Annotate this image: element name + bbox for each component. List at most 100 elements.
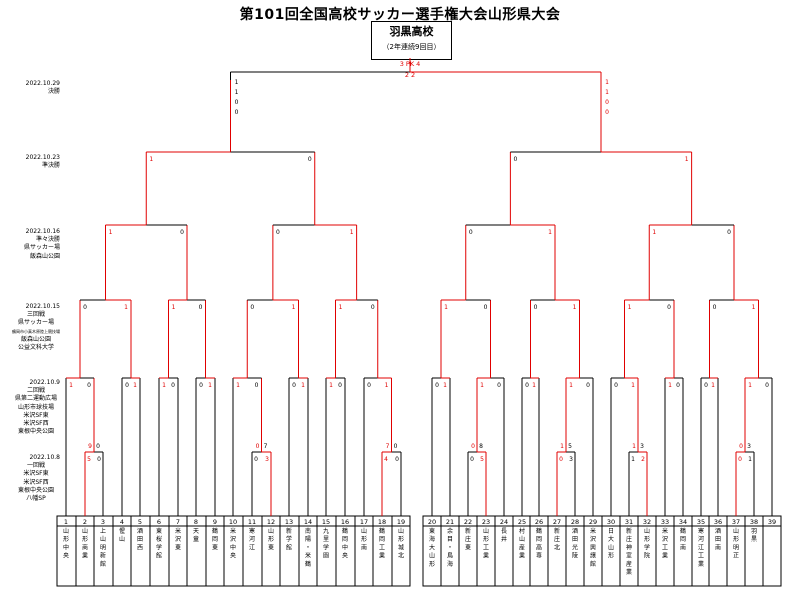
round-venue: 東根中央公園: [17, 486, 54, 494]
score-label: 0: [367, 382, 371, 389]
team-name: 鶴岡高専: [536, 527, 542, 560]
score-label: 5: [480, 456, 484, 463]
team-number: 19: [397, 518, 405, 526]
score-label: 5: [87, 456, 91, 463]
score-label: 0: [676, 382, 680, 389]
score-label: 1: [172, 304, 176, 311]
score-label: 1: [149, 156, 153, 163]
team-name: 羽黒: [751, 528, 757, 543]
score-label: 3: [265, 456, 269, 463]
team-name: 米沢工業: [662, 527, 668, 560]
score-label: 1: [631, 456, 635, 463]
team-name: 米沢東: [175, 527, 181, 551]
round-first-info: 2022.10.8 一回戦 米沢SF東 米沢SF西 東根中央公園 八幡SP: [0, 454, 72, 503]
score-label: 0: [738, 456, 742, 463]
round-date: 2022.10.15: [25, 303, 60, 310]
score-label: 0: [394, 443, 398, 450]
score-label: 0: [525, 382, 529, 389]
team-number: 15: [322, 518, 330, 526]
team-name: 鶴岡工業: [379, 527, 385, 560]
score-label: 1: [385, 382, 389, 389]
team-name: 酒田南: [715, 527, 721, 551]
team-number: 37: [732, 518, 740, 526]
team-number: 11: [248, 518, 256, 526]
score-label: 1: [632, 443, 636, 450]
team-name: 米沢興譲館: [590, 527, 596, 568]
team-name: 山形中央: [63, 527, 69, 560]
team-number: 31: [625, 518, 633, 526]
round-venue: 米沢SF東: [23, 470, 49, 478]
team-number: 38: [750, 518, 758, 526]
round-venue: 鶴岡市小真木原陸上競技場: [12, 328, 60, 334]
team-number: 17: [360, 518, 368, 526]
round-date: 2022.10.8: [29, 454, 60, 461]
score-label: 1: [235, 79, 239, 86]
team-name: 長井: [501, 528, 507, 543]
team-number: 24: [500, 518, 508, 526]
round-venue: 公益文科大学: [17, 344, 54, 352]
score-label: 0: [739, 443, 743, 450]
team-number: 1: [64, 518, 68, 526]
team-number: 20: [428, 518, 436, 526]
team-number: 39: [768, 518, 776, 526]
round-venue: 決勝: [47, 88, 60, 96]
score-label: 0: [470, 456, 474, 463]
team-number: 4: [120, 518, 124, 526]
score-label: 0: [255, 382, 259, 389]
score-label: 0: [484, 304, 488, 311]
team-number: 34: [679, 518, 687, 526]
round-final-info: 2022.10.29 決勝: [0, 80, 72, 96]
score-label: 0: [513, 156, 517, 163]
team-number: 7: [176, 518, 180, 526]
team-number: 32: [643, 518, 651, 526]
team-name: 寒河江工業: [698, 527, 704, 568]
score-label: 1: [162, 382, 166, 389]
score-label: 1: [569, 382, 573, 389]
team-number: 30: [607, 518, 615, 526]
round-venue: 県サッカー場: [23, 244, 60, 252]
team-number: 33: [661, 518, 669, 526]
score-label: 0: [292, 382, 296, 389]
score-label: 1: [628, 304, 632, 311]
score-label: 2: [641, 456, 645, 463]
score-label: 1: [748, 456, 752, 463]
score-label: 1: [109, 229, 113, 236]
team-number: 26: [535, 518, 543, 526]
round-venue: 三回戦: [26, 311, 45, 319]
champion-box: 羽黒高校 （2年連続9回目）: [371, 21, 452, 60]
champion-name: 羽黒高校: [389, 25, 434, 38]
score-label: 0: [250, 304, 254, 311]
score-label: 1: [208, 382, 212, 389]
page-title: 第101回全国高校サッカー選手権大会山形県大会: [239, 7, 561, 23]
round-venue: 八幡SP: [26, 495, 46, 503]
team-number: 5: [138, 518, 142, 526]
team-name: 鶴岡中央: [342, 527, 348, 560]
team-name: 村山産業: [519, 527, 525, 560]
round-second-info: 2022.10.9 二回戦 県第二運動広場 山形市球技場 米沢SF東 米沢SF西…: [0, 379, 72, 436]
team-name: 山形南: [361, 527, 367, 551]
score-label: 3: [747, 443, 751, 450]
score-label: 1: [133, 382, 137, 389]
score-label: 1: [235, 89, 239, 96]
round-venue: 米沢SF西: [23, 478, 49, 486]
team-name: 九里学園: [323, 527, 329, 560]
team-number: 28: [571, 518, 579, 526]
score-label: 0: [469, 229, 473, 236]
score-label: 7: [264, 443, 268, 450]
team-name: 山形工業: [483, 527, 489, 560]
score-label: 0: [704, 382, 708, 389]
score-label: 0: [256, 443, 260, 450]
team-name: 東海大山形: [429, 527, 435, 568]
round-venue: 準決勝: [41, 162, 60, 170]
score-label: 1: [573, 304, 577, 311]
score-label: 1: [443, 382, 447, 389]
team-number: 21: [446, 518, 454, 526]
round-venue: 米沢SF東: [23, 411, 49, 419]
score-label: 0: [180, 229, 184, 236]
team-name: 山形明正: [733, 527, 739, 560]
team-number: 6: [157, 518, 161, 526]
score-label: 1: [560, 443, 564, 450]
round-semi-info: 2022.10.23 準決勝: [0, 154, 72, 170]
score-label: 0: [371, 304, 375, 311]
score-label: 8: [479, 443, 483, 450]
